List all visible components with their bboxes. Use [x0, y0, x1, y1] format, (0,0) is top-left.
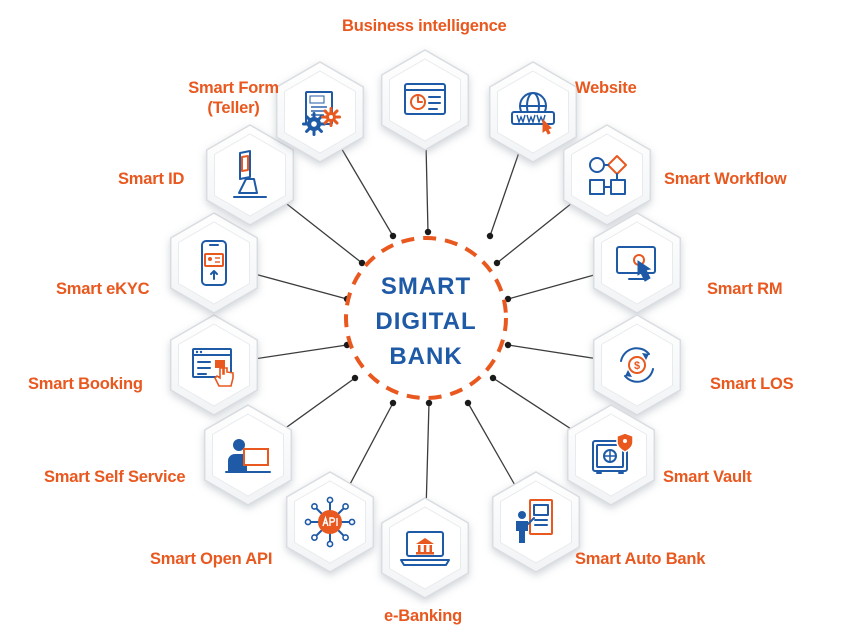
- hexagon-inner: [284, 70, 356, 154]
- connector-dot: [504, 341, 512, 349]
- module-label: Business intelligence: [342, 17, 507, 35]
- module-hexagon[interactable]: [566, 404, 656, 506]
- center-dashed-circle: [344, 236, 508, 400]
- module-hexagon[interactable]: [488, 61, 578, 163]
- connector-dot: [493, 259, 501, 267]
- business-intelligence-icon: [404, 83, 446, 115]
- module-hexagon[interactable]: [562, 124, 652, 226]
- module-hexagon[interactable]: [275, 61, 365, 163]
- workflow-icon: [589, 155, 627, 195]
- module-label: Smart Self Service: [44, 468, 186, 486]
- module-label: Smart Auto Bank: [575, 550, 706, 568]
- module-label: Smart ID: [118, 170, 185, 188]
- connector-dot: [504, 295, 512, 303]
- module-hexagons: $: [169, 49, 682, 599]
- connector-dot: [424, 228, 432, 236]
- connector-dot: [464, 399, 472, 407]
- module-hexagon[interactable]: [169, 212, 259, 314]
- module-hexagon[interactable]: [380, 49, 470, 151]
- module-hexagon[interactable]: [169, 314, 259, 416]
- connector-dot: [389, 232, 397, 240]
- vault-safe-icon: [592, 432, 634, 474]
- hexagon-inner: [601, 323, 673, 407]
- auto-bank-kiosk-icon: [516, 499, 553, 543]
- connector-dot: [389, 399, 397, 407]
- module-hexagon[interactable]: [592, 212, 682, 314]
- self-service-icon: [225, 439, 271, 473]
- connector-dot: [358, 259, 366, 267]
- module-label: Smart Vault: [663, 468, 752, 486]
- booking-icon: [192, 348, 234, 387]
- connector-dot: [425, 399, 433, 407]
- svg-text:$: $: [634, 360, 640, 372]
- laptop-bank-icon: [400, 531, 450, 566]
- module-label: Smart Form (Teller): [188, 79, 279, 117]
- module-label: Smart Booking: [28, 375, 143, 393]
- center-line-3: BANK: [389, 343, 462, 370]
- connector-dot: [486, 232, 494, 240]
- connector-dot: [489, 374, 497, 382]
- center-line-2: DIGITAL: [375, 308, 476, 335]
- module-label: Smart Workflow: [664, 170, 787, 188]
- center-line-1: SMART: [381, 273, 471, 300]
- module-label: Smart RM: [707, 280, 783, 298]
- loan-cycle-icon: $: [620, 347, 654, 383]
- hexagon-inner: [571, 133, 643, 217]
- module-hexagon[interactable]: [203, 404, 293, 506]
- module-hexagon[interactable]: [285, 471, 375, 573]
- module-hexagon[interactable]: [205, 124, 295, 226]
- hexagon-inner: [500, 480, 572, 564]
- module-label: Website: [575, 79, 637, 97]
- module-hexagon[interactable]: $: [592, 314, 682, 416]
- module-label: Smart Open API: [150, 550, 273, 568]
- module-hexagon[interactable]: [491, 471, 581, 573]
- module-label: Smart LOS: [710, 375, 794, 393]
- module-label: Smart eKYC: [56, 280, 150, 298]
- center-hub: SMART DIGITAL BANK: [344, 236, 508, 400]
- hexagon-inner: [178, 221, 250, 305]
- website-www-icon: [511, 92, 555, 135]
- touch-screen-icon: [616, 246, 656, 282]
- ekyc-phone-icon: [201, 240, 227, 286]
- hexagon-inner: [601, 221, 673, 305]
- connector-dot: [351, 374, 359, 382]
- id-kiosk-icon: [233, 150, 267, 198]
- module-hexagon[interactable]: [380, 497, 470, 599]
- smart-form-icon: [302, 91, 341, 136]
- api-icon: [304, 496, 356, 548]
- module-label: e-Banking: [384, 607, 462, 625]
